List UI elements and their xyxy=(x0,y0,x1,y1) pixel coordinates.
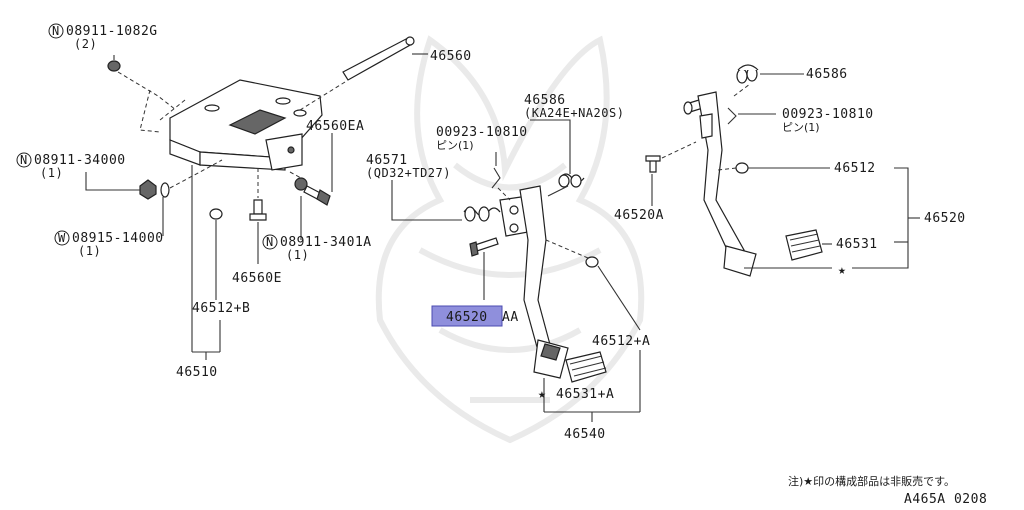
svg-text:N: N xyxy=(20,153,28,167)
label-46586-right[interactable]: 46586 xyxy=(806,67,848,82)
svg-text:N: N xyxy=(52,24,60,38)
label-08911-1082g-qty: (2) xyxy=(74,37,97,51)
spring-46586-right[interactable] xyxy=(736,64,804,84)
circle-n-1082g: N xyxy=(48,23,64,39)
label-46586-left[interactable]: 46586 xyxy=(524,93,566,108)
washer-08915-14000[interactable] xyxy=(160,159,223,236)
pedal-assy-46540-leaders xyxy=(543,350,641,422)
label-00923-10810-left-note: ピン(1) xyxy=(436,139,474,152)
label-46560ea[interactable]: 46560EA xyxy=(306,119,364,134)
label-00923-10810-left[interactable]: 00923-10810 xyxy=(436,125,528,140)
nut-08911-34000[interactable] xyxy=(85,172,157,200)
label-46540[interactable]: 46540 xyxy=(564,427,606,442)
nut-08911-3401a[interactable] xyxy=(289,171,331,240)
label-46512a[interactable]: 46512+A xyxy=(592,334,650,349)
pedal-bracket-46510[interactable] xyxy=(159,79,346,171)
label-46520aa-code[interactable]: 46520 xyxy=(446,310,488,325)
circle-n-3401a: N xyxy=(262,234,278,250)
label-46510[interactable]: 46510 xyxy=(176,365,218,380)
stopper-46512b[interactable] xyxy=(209,208,223,300)
footer-note: 注)★印の構成部品は非販売です。 xyxy=(788,474,955,488)
label-46520a[interactable]: 46520A xyxy=(614,208,664,223)
nut-08911-1082g[interactable] xyxy=(107,55,177,133)
circle-w-14000: W xyxy=(54,230,70,246)
stopper-46512[interactable] xyxy=(717,162,830,174)
pad-46531a[interactable] xyxy=(565,351,607,383)
bracket-46510-leaders xyxy=(191,165,221,360)
label-00923-10810-right[interactable]: 00923-10810 xyxy=(782,107,874,122)
label-46512b[interactable]: 46512+B xyxy=(192,301,250,316)
label-46520[interactable]: 46520 xyxy=(924,211,966,226)
label-46571-note: (QD32+TD27) xyxy=(366,166,451,180)
label-08915-14000[interactable]: 08915-14000 xyxy=(72,231,164,246)
label-46586-left-note: (KA24E+NA20S) xyxy=(524,106,624,120)
watermark-emblem xyxy=(375,35,645,444)
label-08915-14000-qty: (1) xyxy=(78,244,101,258)
diagram-code: A465A 0208 xyxy=(904,492,987,507)
bolt-46520aa[interactable] xyxy=(469,237,499,300)
svg-text:N: N xyxy=(266,235,274,249)
label-00923-10810-right-note: ピン(1) xyxy=(782,121,820,134)
label-46512[interactable]: 46512 xyxy=(834,161,876,176)
pedal-arm-46520[interactable] xyxy=(683,91,757,277)
spring-46586-ka24e[interactable] xyxy=(530,119,585,197)
label-08911-34000-qty: (1) xyxy=(40,166,63,180)
bolt-46560e[interactable] xyxy=(249,168,267,264)
label-46560e[interactable]: 46560E xyxy=(232,271,282,286)
rod-46560[interactable] xyxy=(342,36,428,81)
pin-00923-10810-right[interactable] xyxy=(727,83,776,125)
circle-n-34000: N xyxy=(16,152,32,168)
star-46520: ★ xyxy=(838,263,846,278)
label-46531[interactable]: 46531 xyxy=(836,237,878,252)
label-46571[interactable]: 46571 xyxy=(366,153,408,168)
stopper-46512a[interactable] xyxy=(545,239,641,331)
star-46531a: ★ xyxy=(538,387,546,402)
spring-46571[interactable] xyxy=(391,180,501,222)
pad-46531[interactable] xyxy=(785,229,832,261)
svg-text:W: W xyxy=(58,231,66,245)
pedal-arm-46520aa[interactable] xyxy=(519,185,569,379)
pedal-46520-leaders xyxy=(744,167,920,269)
label-08911-3401a[interactable]: 08911-3401A xyxy=(280,235,372,250)
label-46560[interactable]: 46560 xyxy=(430,49,472,64)
label-08911-3401a-qty: (1) xyxy=(286,248,309,262)
label-08911-34000[interactable]: 08911-34000 xyxy=(34,153,126,168)
highlight-46520aa[interactable] xyxy=(431,305,503,327)
label-46531a[interactable]: 46531+A xyxy=(556,387,614,402)
pin-00923-10810-left[interactable] xyxy=(491,152,511,201)
label-46520aa-suffix: AA xyxy=(502,310,519,325)
label-08911-1082g[interactable]: 08911-1082G xyxy=(66,24,158,39)
pedal-pivot-46520aa[interactable] xyxy=(499,195,529,237)
bolt-46520a[interactable] xyxy=(645,141,697,206)
